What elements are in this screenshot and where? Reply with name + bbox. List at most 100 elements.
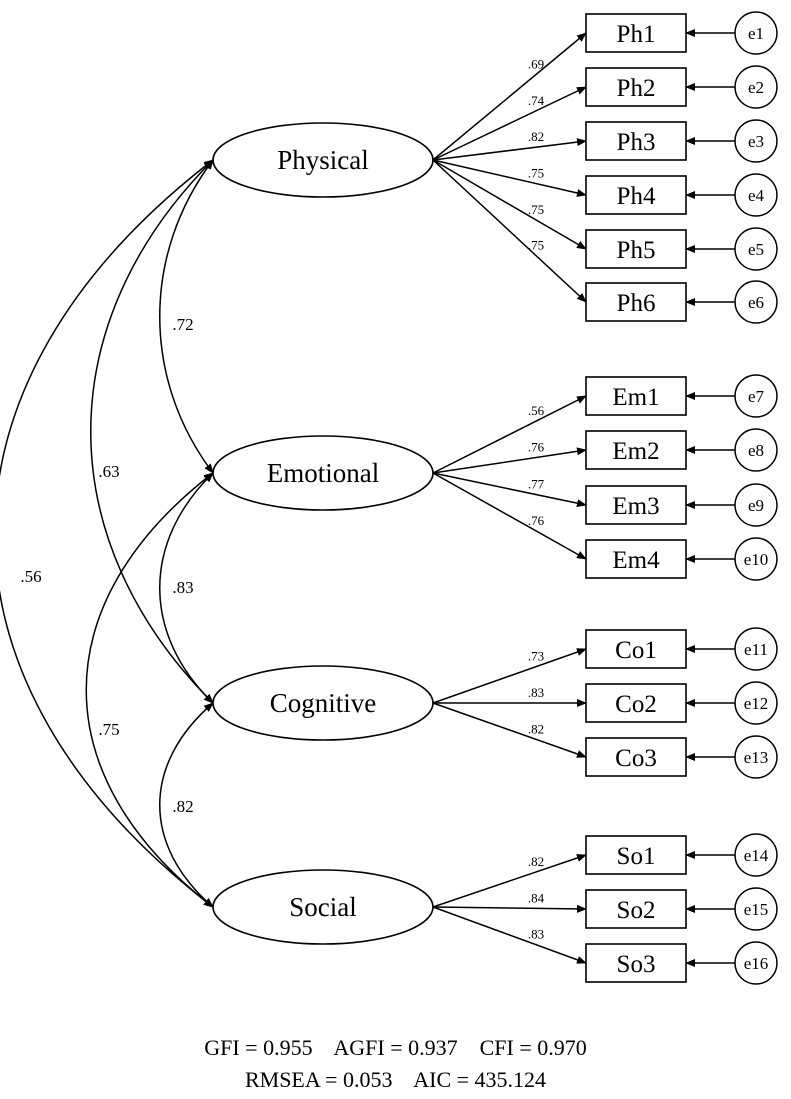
error-circle-e8 bbox=[734, 428, 778, 472]
loading-path-em2 bbox=[432, 447, 587, 474]
indicator-label-ph4: Ph4 bbox=[617, 183, 656, 210]
loading-path-ph5 bbox=[432, 159, 587, 250]
loading-path-co3 bbox=[432, 702, 587, 758]
error-label-e2: e2 bbox=[748, 78, 764, 97]
error-circle-e5 bbox=[734, 227, 778, 271]
indicator-label-so2: So2 bbox=[617, 897, 656, 924]
loading-path-so3 bbox=[432, 906, 587, 964]
correlation-label-physical-social: .56 bbox=[20, 567, 41, 586]
loading-label-ph2: .74 bbox=[528, 93, 545, 108]
fit-indices-line-1: GFI = 0.955 AGFI = 0.937 CFI = 0.970 bbox=[204, 1035, 587, 1060]
indicator-box-em4 bbox=[585, 539, 687, 579]
error-circle-e12 bbox=[734, 681, 778, 725]
loading-label-so2: .84 bbox=[528, 890, 545, 905]
indicator-box-co1 bbox=[585, 629, 687, 669]
indicator-label-ph5: Ph5 bbox=[617, 237, 656, 264]
indicator-box-ph2 bbox=[585, 67, 687, 107]
loading-path-co1 bbox=[432, 648, 587, 704]
indicator-box-em3 bbox=[585, 485, 687, 525]
error-label-e10: e10 bbox=[744, 550, 769, 569]
indicator-label-em3: Em3 bbox=[612, 493, 659, 520]
error-circle-e13 bbox=[734, 735, 778, 779]
indicator-box-ph3 bbox=[585, 121, 687, 161]
indicator-box-so1 bbox=[585, 835, 687, 875]
loading-label-em1: .56 bbox=[528, 403, 545, 418]
indicator-box-em1 bbox=[585, 376, 687, 416]
loading-label-ph4: .75 bbox=[528, 166, 544, 181]
loading-label-ph6: .75 bbox=[528, 238, 544, 253]
loading-path-so1 bbox=[432, 854, 587, 908]
correlation-emotional-cognitive bbox=[159, 472, 214, 704]
indicator-label-ph2: Ph2 bbox=[617, 75, 656, 102]
error-circle-e9 bbox=[734, 483, 778, 527]
correlation-physical-social bbox=[0, 159, 214, 908]
error-label-e4: e4 bbox=[748, 186, 765, 205]
indicator-label-so3: So3 bbox=[617, 951, 656, 978]
indicator-label-ph3: Ph3 bbox=[617, 129, 656, 156]
indicator-label-co3: Co3 bbox=[615, 745, 657, 772]
error-label-e8: e8 bbox=[748, 441, 764, 460]
indicator-label-ph6: Ph6 bbox=[617, 290, 656, 317]
loading-path-ph2 bbox=[432, 86, 587, 161]
error-label-e12: e12 bbox=[744, 694, 769, 713]
loading-label-co3: .82 bbox=[528, 721, 544, 736]
loading-path-ph4 bbox=[432, 159, 587, 197]
latent-physical bbox=[212, 122, 434, 198]
error-circle-e15 bbox=[734, 887, 778, 931]
correlation-cognitive-social bbox=[159, 702, 214, 908]
error-label-e13: e13 bbox=[744, 748, 769, 767]
loading-label-ph3: .82 bbox=[528, 129, 544, 144]
indicator-label-ph1: Ph1 bbox=[617, 21, 656, 48]
error-label-e6: e6 bbox=[748, 293, 764, 312]
loading-path-ph3 bbox=[432, 138, 587, 161]
indicator-box-ph1 bbox=[585, 13, 687, 53]
indicator-box-co2 bbox=[585, 683, 687, 723]
latent-label-social: Social bbox=[289, 892, 357, 922]
correlation-label-cognitive-social: .82 bbox=[172, 797, 193, 816]
latent-social bbox=[212, 869, 434, 945]
error-label-e14: e14 bbox=[744, 846, 769, 865]
error-label-e7: e7 bbox=[748, 387, 765, 406]
indicator-label-em4: Em4 bbox=[612, 547, 660, 574]
error-circle-e14 bbox=[734, 833, 778, 877]
loading-label-em4: .76 bbox=[528, 513, 545, 528]
indicator-label-co2: Co2 bbox=[615, 691, 657, 718]
loading-label-so3: .83 bbox=[528, 927, 544, 942]
loading-path-ph6 bbox=[432, 159, 587, 303]
correlation-physical-cognitive bbox=[90, 159, 214, 704]
indicator-box-so2 bbox=[585, 889, 687, 929]
loading-path-so2 bbox=[432, 904, 587, 913]
correlation-label-emotional-social: .75 bbox=[98, 720, 119, 739]
error-label-e5: e5 bbox=[748, 240, 764, 259]
loading-label-em2: .76 bbox=[528, 440, 545, 455]
error-label-e1: e1 bbox=[748, 24, 764, 43]
error-label-e9: e9 bbox=[748, 496, 764, 515]
error-circle-e3 bbox=[734, 119, 778, 163]
fit-indices-line-2: RMSEA = 0.053 AIC = 435.124 bbox=[244, 1067, 547, 1092]
correlation-emotional-social bbox=[85, 472, 214, 908]
error-circle-e7 bbox=[734, 374, 778, 418]
indicator-label-co1: Co1 bbox=[615, 637, 657, 664]
latent-label-emotional: Emotional bbox=[267, 458, 379, 488]
loading-label-em3: .77 bbox=[528, 477, 545, 492]
loading-label-co2: .83 bbox=[528, 685, 544, 700]
latent-emotional bbox=[212, 435, 434, 511]
indicator-box-ph5 bbox=[585, 229, 687, 269]
error-circle-e11 bbox=[734, 627, 778, 671]
indicator-box-so3 bbox=[585, 943, 687, 983]
loading-path-ph1 bbox=[432, 32, 587, 161]
correlation-label-emotional-cognitive: .83 bbox=[172, 578, 193, 597]
correlation-physical-emotional bbox=[159, 159, 214, 474]
error-circle-e6 bbox=[734, 280, 778, 324]
loading-label-co1: .73 bbox=[528, 649, 544, 664]
loading-label-so1: .82 bbox=[528, 854, 544, 869]
loading-label-ph5: .75 bbox=[528, 202, 544, 217]
error-circle-e4 bbox=[734, 173, 778, 217]
correlation-label-physical-cognitive: .63 bbox=[98, 462, 119, 481]
error-circle-e16 bbox=[734, 941, 778, 985]
loading-path-em3 bbox=[432, 472, 587, 508]
loading-path-em1 bbox=[432, 395, 587, 474]
error-circle-e2 bbox=[734, 65, 778, 109]
latent-cognitive bbox=[212, 665, 434, 741]
